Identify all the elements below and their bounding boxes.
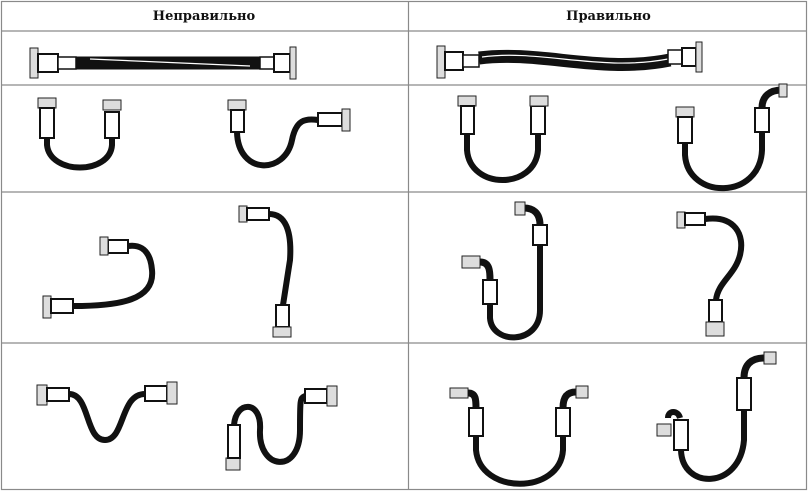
diagram-correct-hook-bend [676, 211, 745, 337]
diagram-incorrect-s-loop [225, 385, 338, 471]
header-correct: Правильно [566, 8, 651, 24]
diagram-correct-u-bend [457, 95, 549, 183]
diagram-correct-straight-slack [436, 41, 703, 79]
diagram-incorrect-tight-loop-horizontal [42, 236, 156, 319]
diagram-correct-wide-u-bend [449, 385, 589, 487]
diagram-incorrect-hook-bend [238, 205, 294, 338]
diagram-correct-j-bend [461, 201, 548, 341]
diagram-correct-offset-bend [656, 351, 777, 482]
diagram-correct-elbow-bend [675, 83, 788, 192]
diagram-incorrect-u-bend-at-fitting [37, 97, 122, 171]
diagram-incorrect-w-bend [36, 381, 178, 444]
diagram-incorrect-straight-taut [29, 46, 297, 80]
diagram-incorrect-sharp-bend [227, 99, 351, 169]
header-incorrect: Неправильно [152, 8, 256, 24]
